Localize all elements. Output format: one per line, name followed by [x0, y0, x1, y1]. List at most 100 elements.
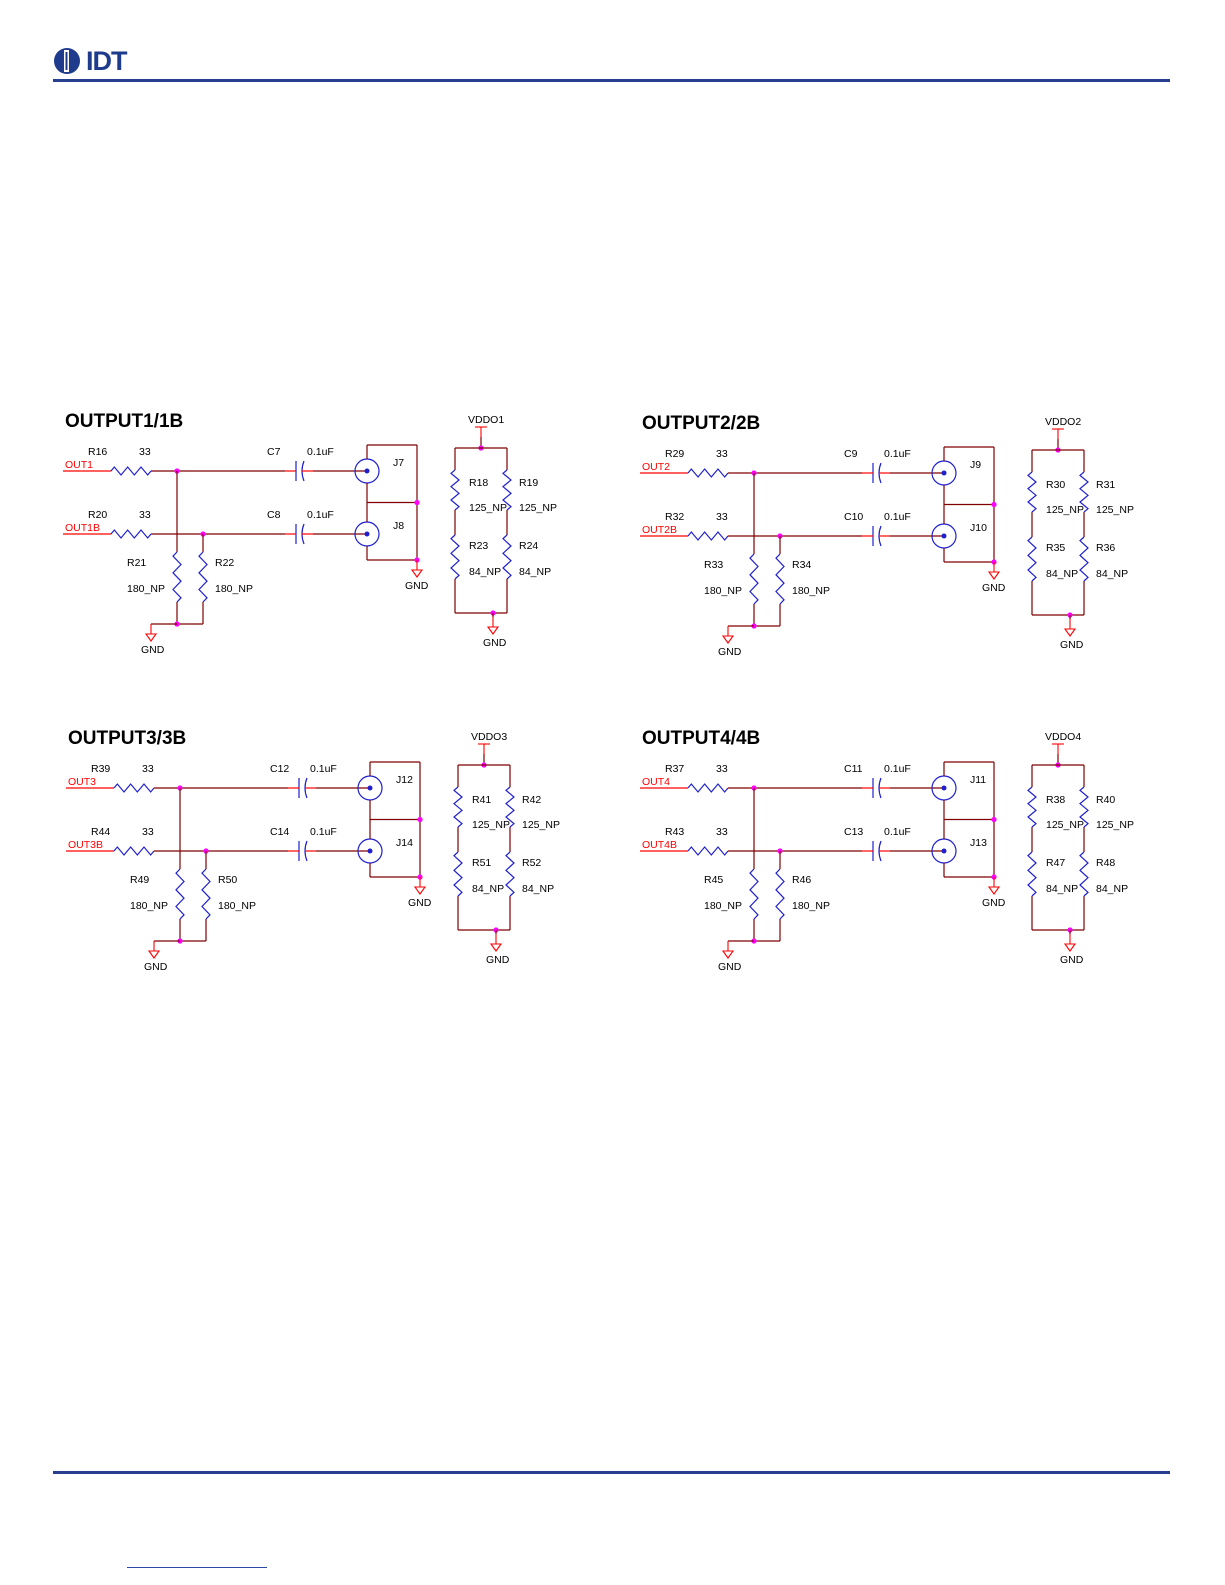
resistor-symbol	[113, 846, 155, 856]
resistor-symbol	[450, 469, 460, 511]
resistor-ref: R29	[665, 448, 684, 460]
resistor-value: 33	[716, 448, 728, 460]
ground-icon	[489, 934, 503, 952]
resistor-ref: R16	[88, 446, 107, 458]
resistor-symbol	[1027, 786, 1037, 828]
junction-dot	[991, 501, 997, 508]
net-label: OUT3B	[68, 839, 103, 851]
capacitor-symbol	[285, 523, 313, 545]
connector-ref: J10	[970, 522, 987, 534]
power-net-label: VDDO4	[1045, 731, 1081, 743]
resistor-value: 125_NP	[522, 819, 560, 831]
ground-label: GND	[1060, 639, 1084, 651]
resistor-symbol	[110, 466, 152, 476]
capacitor-symbol	[862, 525, 890, 547]
capacitor-symbol	[288, 777, 316, 799]
capacitor-value: 0.1uF	[884, 763, 911, 775]
resistor-ref: R37	[665, 763, 684, 775]
resistor-ref: R31	[1096, 479, 1115, 491]
connector-ref: J14	[396, 837, 413, 849]
ground-label: GND	[982, 582, 1006, 594]
logo-text: IDT	[86, 45, 127, 76]
resistor-value: 180_NP	[792, 900, 830, 912]
resistor-value: 180_NP	[704, 900, 742, 912]
resistor-value: 125_NP	[472, 819, 510, 831]
ground-icon	[721, 941, 735, 959]
resistor-value: 33	[716, 826, 728, 838]
net-label: OUT4B	[642, 839, 677, 851]
capacitor-value: 0.1uF	[307, 446, 334, 458]
net-label: OUT1B	[65, 522, 100, 534]
ground-icon	[721, 626, 735, 644]
resistor-symbol	[450, 534, 460, 580]
ground-label: GND	[718, 646, 742, 658]
resistor-symbol	[1027, 851, 1037, 897]
resistor-symbol	[1079, 536, 1089, 582]
idt-logo-mark-icon	[54, 48, 80, 74]
connector-ref: J13	[970, 837, 987, 849]
resistor-ref: R51	[472, 857, 491, 869]
resistor-value: 33	[716, 511, 728, 523]
resistor-value: 180_NP	[792, 585, 830, 597]
resistor-value: 84_NP	[1096, 883, 1128, 895]
resistor-symbol	[775, 868, 785, 920]
resistor-value: 84_NP	[1046, 883, 1078, 895]
ground-label: GND	[483, 637, 507, 649]
ground-label: GND	[408, 897, 432, 909]
ground-label: GND	[1060, 954, 1084, 966]
capacitor-symbol	[862, 462, 890, 484]
ground-icon	[987, 562, 1001, 580]
ground-icon	[144, 624, 158, 642]
resistor-ref: R22	[215, 557, 234, 569]
idt-logo: IDT	[52, 44, 127, 78]
resistor-value: 84_NP	[522, 883, 554, 895]
capacitor-symbol	[862, 777, 890, 799]
resistor-symbol	[502, 534, 512, 580]
resistor-symbol	[687, 531, 729, 541]
resistor-symbol	[172, 551, 182, 603]
footer-rule	[53, 1471, 1170, 1474]
resistor-value: 33	[716, 763, 728, 775]
ground-icon	[410, 560, 424, 578]
capacitor-value: 0.1uF	[884, 511, 911, 523]
resistor-value: 125_NP	[1096, 819, 1134, 831]
resistor-value: 33	[139, 509, 151, 521]
resistor-symbol	[502, 469, 512, 511]
capacitor-value: 0.1uF	[307, 509, 334, 521]
footer-link-underline	[127, 1567, 267, 1568]
header-rule	[53, 79, 1170, 82]
resistor-ref: R42	[522, 794, 541, 806]
capacitor-ref: C10	[844, 511, 863, 523]
ground-label: GND	[144, 961, 168, 973]
capacitor-ref: C9	[844, 448, 858, 460]
junction-dot	[417, 816, 423, 823]
ground-icon	[486, 617, 500, 635]
capacitor-value: 0.1uF	[310, 826, 337, 838]
resistor-ref: R35	[1046, 542, 1065, 554]
resistor-symbol	[1027, 471, 1037, 513]
ground-label: GND	[486, 954, 510, 966]
resistor-ref: R33	[704, 559, 723, 571]
resistor-value: 33	[142, 826, 154, 838]
resistor-value: 125_NP	[519, 502, 557, 514]
resistor-value: 125_NP	[1046, 819, 1084, 831]
capacitor-symbol	[862, 840, 890, 862]
ground-label: GND	[718, 961, 742, 973]
resistor-value: 180_NP	[127, 583, 165, 595]
resistor-value: 33	[139, 446, 151, 458]
resistor-symbol	[1079, 786, 1089, 828]
resistor-symbol	[453, 851, 463, 897]
capacitor-value: 0.1uF	[310, 763, 337, 775]
resistor-ref: R40	[1096, 794, 1115, 806]
capacitor-ref: C13	[844, 826, 863, 838]
resistor-symbol	[113, 783, 155, 793]
resistor-value: 33	[142, 763, 154, 775]
ground-icon	[1063, 934, 1077, 952]
connector-ref: J7	[393, 457, 404, 469]
resistor-ref: R19	[519, 477, 538, 489]
resistor-ref: R32	[665, 511, 684, 523]
ground-icon	[147, 941, 161, 959]
resistor-value: 125_NP	[1096, 504, 1134, 516]
capacitor-symbol	[285, 460, 313, 482]
